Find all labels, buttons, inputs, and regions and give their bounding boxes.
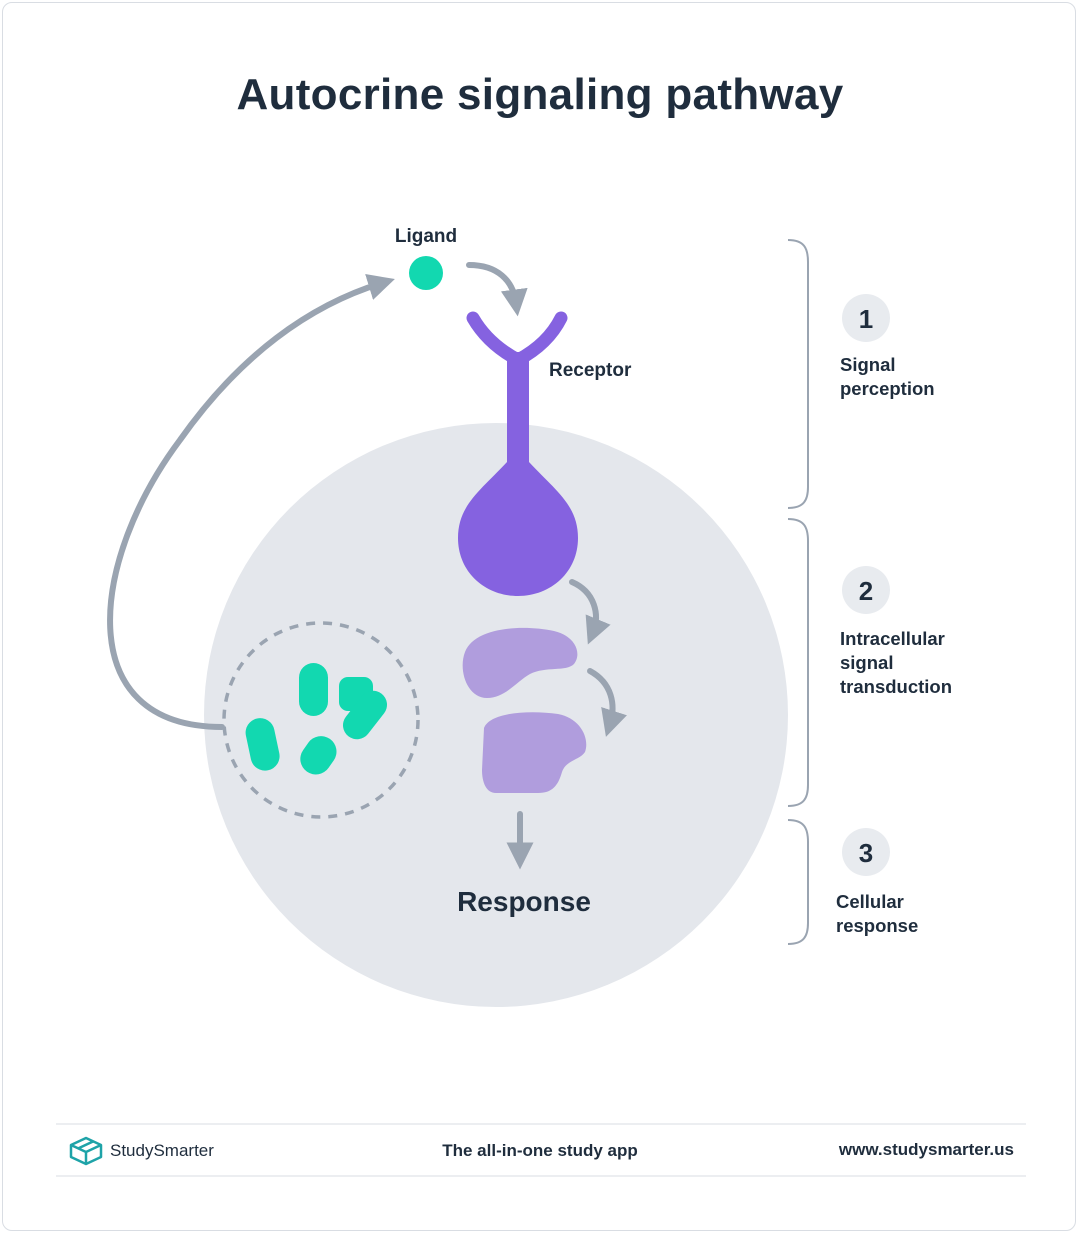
vesicle-ligand-cargo [245,663,388,775]
relay-protein-2 [482,712,587,793]
relay-protein-1 [462,627,578,698]
step-1-text-line-1: Signal [840,354,896,375]
footer-divider-bottom [56,1175,1026,1177]
step-2-number: 2 [859,576,873,606]
step-1-bracket [787,239,809,509]
step-1-badge [842,294,890,342]
step-1-text-line-2: perception [840,378,935,399]
transduction-arrow-1 [569,579,611,645]
studysmarter-logo: StudySmarter [68,1136,214,1166]
step-3-badge [842,828,890,876]
footer-tagline: The all-in-one study app [442,1141,638,1160]
step-2-text-line-2: signal [840,652,893,673]
receptor [458,311,578,596]
ligand-label: Ligand [395,226,457,247]
step-3-bracket [787,819,809,945]
step-2-text-line-3: transduction [840,676,952,697]
secretion-feedback-arrow [107,274,395,730]
step-2-bracket [787,518,809,807]
footer-divider-top [56,1123,1026,1125]
ligand-binding-arrow [466,262,528,317]
step-2-badge [842,566,890,614]
step-3-text-line-2: response [836,915,918,936]
transduction-arrow-2 [587,668,627,737]
cell-body [204,423,788,1007]
footer-website-link[interactable]: www.studysmarter.us [838,1140,1014,1159]
ligand-molecule [409,256,443,290]
step-3-number: 3 [859,838,873,868]
brand-name: StudySmarter [110,1141,214,1160]
receptor-label: Receptor [549,360,632,381]
step-1-number: 1 [859,304,873,334]
page-title: Autocrine signaling pathway [236,70,844,119]
response-label: Response [457,886,591,917]
step-2-text-line-1: Intracellular [840,628,945,649]
step-3-text-line-1: Cellular [836,891,904,912]
studysmarter-cube-icon [69,1136,103,1166]
secretory-vesicle [222,621,420,819]
